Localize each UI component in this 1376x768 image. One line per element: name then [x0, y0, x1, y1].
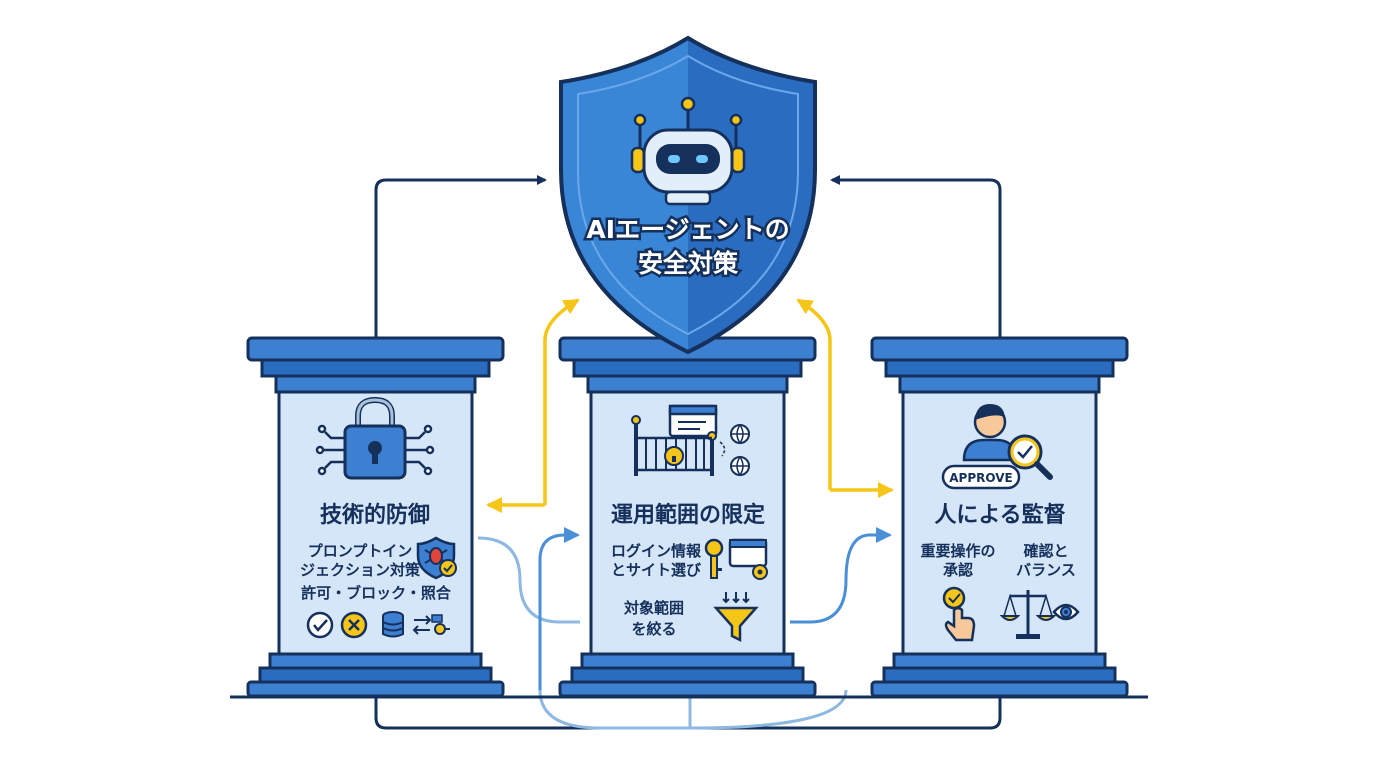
database-icon [382, 611, 404, 638]
pillar-2-item2-line1: 確認と [1022, 542, 1068, 560]
pillar-0-content: 技術的防御 プロンプトイン ジェクション対策 許可・ブロック・照合 [300, 396, 457, 639]
connector-arrow-to-middle [538, 527, 580, 690]
key-exchange-icon [412, 614, 450, 635]
approve-badge-text: APPROVE [949, 471, 1012, 485]
shield-title-line2: 安全対策 [638, 249, 739, 278]
pillar-2-item1-line2: 承認 [943, 561, 973, 579]
connector-left-middle [477, 536, 580, 624]
pillar-0-title: 技術的防御 [320, 502, 430, 528]
x-circle-icon [340, 611, 368, 639]
pillar-0-item1-line1: プロンプトイン [308, 542, 413, 560]
circuit-lock-icon [315, 396, 435, 480]
pillar-0-item2: 許可・ブロック・照合 [301, 584, 452, 602]
pillar-1-item2-line1: 対象範囲 [623, 599, 684, 617]
bug-shield-icon [416, 536, 457, 580]
shield: AIエージェントの 安全対策 [559, 35, 817, 355]
pillar-2-item1-line1: 重要操作の [920, 542, 995, 560]
person-approve-icon [962, 404, 1053, 480]
check-circle-icon [306, 611, 334, 639]
shield-title-line1: AIエージェントの [586, 215, 789, 244]
left-to-shield-arrow [374, 175, 547, 340]
pillar-1-item1-line1: ログイン情報 [611, 542, 702, 560]
gate-globe-icon [631, 404, 750, 477]
pillar-2-title: 人による監督 [934, 502, 1065, 528]
yellow-arrows [486, 298, 894, 513]
funnel-icon [713, 592, 759, 643]
scale-eye-icon [999, 590, 1080, 639]
pillar-0-item1-line2: ジェクション対策 [300, 561, 421, 579]
pillar-1-content: 運用範囲の限定 ログイン情報 とサイト選び 対象範囲 を絞る [611, 404, 768, 643]
pillar-1-item2-line2: を絞る [631, 620, 676, 638]
pillar-1-title: 運用範囲の限定 [611, 502, 765, 528]
approve-badge: APPROVE [941, 464, 1021, 490]
yellow-arrow-to-shield-right [796, 298, 832, 490]
yellow-arrow-to-shield-left [543, 298, 580, 505]
pillar-1-item1-line2: とサイト選び [611, 561, 701, 579]
right-to-shield-arrow [830, 175, 1002, 340]
connector-arrow-to-right [790, 527, 892, 624]
robot-icon [630, 96, 746, 206]
pillar-2-content: APPROVE 人による監督 重要操作の 承認 確認と バランス [920, 404, 1080, 642]
hand-check-icon [942, 586, 976, 642]
key-browser-icon [704, 538, 768, 580]
pillar-2-item2-line2: バランス [1016, 561, 1076, 579]
